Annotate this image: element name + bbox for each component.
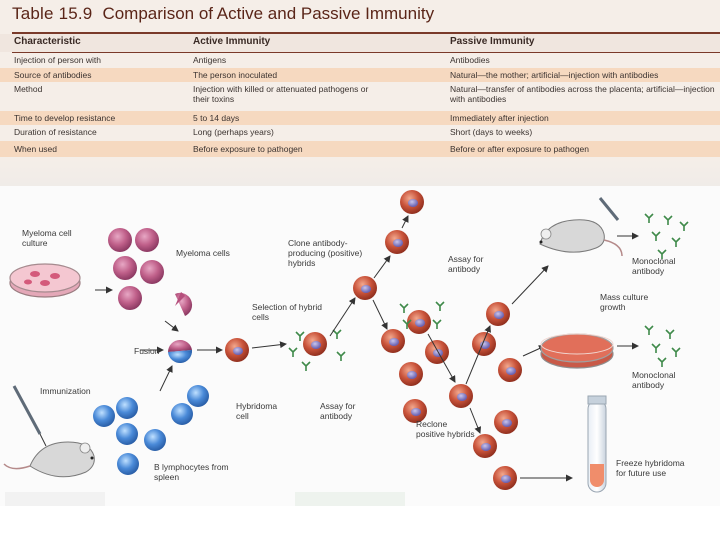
row-cell: Antibodies bbox=[450, 55, 490, 65]
row-cell: Natural—the mother; artificial—injection… bbox=[450, 70, 659, 80]
label-assay-1: Assay for antibody bbox=[320, 401, 356, 421]
label-b-lymphocytes: B lymphocytes from spleen bbox=[154, 462, 229, 482]
table-header-rule bbox=[12, 52, 720, 53]
page-edge-shadow bbox=[0, 160, 720, 186]
row-cell: Short (days to weeks) bbox=[450, 127, 533, 137]
label-monoclonal-top: Monoclonal antibody bbox=[632, 256, 676, 276]
row-cell: Method bbox=[14, 84, 43, 94]
label-fusion: Fusion bbox=[134, 346, 160, 356]
culture-dish-icon bbox=[9, 263, 81, 298]
header-active-immunity: Active Immunity bbox=[193, 36, 271, 47]
row-cell: Natural—transfer of antibodies across th… bbox=[450, 84, 715, 104]
table-header-row: Characteristic Active Immunity Passive I… bbox=[0, 34, 720, 52]
table-row: When used Before exposure to pathogen Be… bbox=[0, 141, 720, 157]
myeloma-cells-icon bbox=[108, 228, 193, 316]
mouse-icon bbox=[539, 197, 623, 257]
table-row: Method Injection with killed or attenuat… bbox=[0, 84, 720, 110]
label-clone: Clone antibody-producing (positive) hybr… bbox=[288, 238, 363, 268]
assay-cell-icon bbox=[288, 329, 346, 371]
table-row: Source of antibodies The person inoculat… bbox=[0, 68, 720, 82]
table-title-text: Comparison of Active and Passive Immunit… bbox=[102, 4, 435, 23]
row-cell: 5 to 14 days bbox=[193, 113, 240, 123]
label-monoclonal-mid: Monoclonal antibody bbox=[632, 370, 676, 390]
figure-drawing bbox=[3, 190, 689, 506]
process-arrows bbox=[95, 215, 639, 482]
hybridoma-figure: Myeloma cell culture Myeloma cells Fusio… bbox=[0, 186, 720, 506]
monoclonal-antibody-icon bbox=[644, 213, 689, 259]
row-cell: When used bbox=[14, 144, 57, 154]
table-row: Duration of resistance Long (perhaps yea… bbox=[0, 126, 720, 139]
row-cell: Duration of resistance bbox=[14, 127, 97, 137]
label-myeloma-cells: Myeloma cells bbox=[176, 248, 230, 258]
row-cell: Injection of person with bbox=[14, 55, 101, 65]
row-cell: Source of antibodies bbox=[14, 70, 92, 80]
clone-cells-icon bbox=[353, 190, 522, 490]
monoclonal-antibody-icon bbox=[644, 325, 681, 367]
label-freeze: Freeze hybridoma for future use bbox=[616, 458, 685, 478]
table-top-rule bbox=[12, 32, 720, 34]
row-cell: Antigens bbox=[193, 55, 227, 65]
row-cell: Time to develop resistance bbox=[14, 113, 116, 123]
row-cell: The person inoculated bbox=[193, 70, 278, 80]
label-mass-culture: Mass culture growth bbox=[600, 292, 649, 312]
freezer-tube-icon bbox=[587, 395, 607, 493]
header-passive-immunity: Passive Immunity bbox=[450, 36, 535, 47]
label-myeloma-culture: Myeloma cell culture bbox=[22, 228, 72, 248]
immunization-mouse-icon bbox=[3, 385, 95, 478]
label-selection: Selection of hybrid cells bbox=[252, 302, 322, 322]
label-immunization: Immunization bbox=[40, 386, 91, 396]
hybridoma-cell-icon bbox=[225, 338, 249, 362]
row-cell: Injection with killed or attenuated path… bbox=[193, 84, 369, 104]
comparison-table: Table 15.9 Comparison of Active and Pass… bbox=[0, 0, 720, 186]
row-cell: Before or after exposure to pathogen bbox=[450, 144, 589, 154]
page-margin bbox=[0, 506, 720, 540]
label-hybridoma-cell: Hybridoma cell bbox=[236, 401, 278, 421]
table-row: Injection of person with Antigens Antibo… bbox=[0, 55, 720, 68]
header-characteristic: Characteristic bbox=[14, 36, 81, 47]
row-cell: Immediately after injection bbox=[450, 113, 549, 123]
row-cell: Before exposure to pathogen bbox=[193, 144, 303, 154]
label-reclone: Reclone positive hybrids bbox=[416, 419, 475, 439]
mass-culture-dish-icon bbox=[540, 333, 614, 369]
table-title: Table 15.9 Comparison of Active and Pass… bbox=[12, 4, 434, 32]
label-assay-2: Assay for antibody bbox=[448, 254, 484, 274]
b-lymphocytes-icon bbox=[93, 385, 209, 475]
row-cell: Long (perhaps years) bbox=[193, 127, 274, 137]
fusion-cell-icon bbox=[168, 339, 193, 364]
table-row: Time to develop resistance 5 to 14 days … bbox=[0, 111, 720, 125]
table-number: Table 15.9 bbox=[12, 4, 93, 23]
